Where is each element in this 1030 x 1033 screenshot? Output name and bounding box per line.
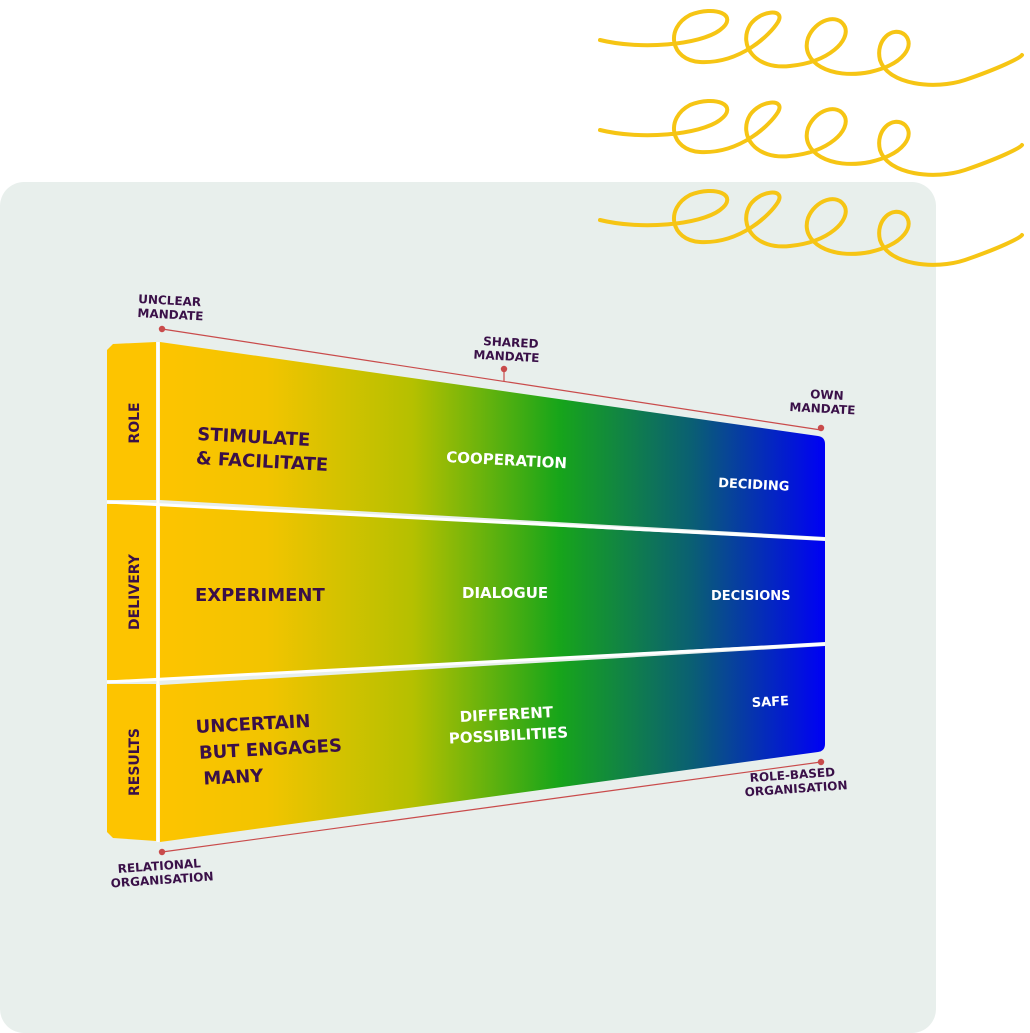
band-delivery bbox=[160, 505, 825, 680]
bottom-scale-start-dot bbox=[158, 848, 166, 856]
role-right-text: DECIDING bbox=[718, 476, 790, 495]
top-middle-label: SHARED MANDATE bbox=[473, 334, 543, 366]
yellow-scribble-icon bbox=[598, 9, 1024, 267]
results-right-text: SAFE bbox=[751, 694, 789, 711]
top-scale-line bbox=[161, 328, 822, 431]
side-label-results: RESULTS bbox=[127, 728, 143, 796]
delivery-right-text: DECISIONS bbox=[711, 589, 791, 604]
bottom-start-label: RELATIONAL ORGANISATION bbox=[109, 855, 214, 890]
delivery-left-text: EXPERIMENT bbox=[195, 585, 325, 606]
side-header-column: ROLE DELIVERY RESULTS bbox=[107, 342, 156, 841]
side-header-role bbox=[107, 342, 156, 500]
top-scale-start-dot bbox=[158, 325, 166, 333]
scribble-line-3 bbox=[598, 189, 1024, 267]
bottom-end-label: ROLE-BASED ORGANISATION bbox=[743, 764, 848, 799]
band-role bbox=[160, 342, 825, 537]
top-scale: UNCLEAR MANDATE SHARED MANDATE OWN MANDA… bbox=[137, 292, 856, 432]
band-separators bbox=[106, 342, 826, 842]
side-header-delivery bbox=[107, 504, 156, 680]
delivery-middle-text: DIALOGUE bbox=[462, 584, 548, 602]
top-start-label: UNCLEAR MANDATE bbox=[137, 292, 206, 323]
separator-2 bbox=[106, 642, 826, 684]
side-header-results bbox=[107, 684, 156, 841]
scribble-line-1 bbox=[598, 9, 1024, 87]
side-label-delivery: DELIVERY bbox=[127, 553, 143, 630]
bottom-scale: RELATIONAL ORGANISATION ROLE-BASED ORGAN… bbox=[109, 758, 848, 891]
gradient-bands bbox=[160, 342, 825, 842]
row-delivery: EXPERIMENT DIALOGUE DECISIONS bbox=[195, 584, 791, 606]
bottom-scale-line bbox=[161, 761, 822, 853]
top-end-label: OWN MANDATE bbox=[789, 386, 856, 417]
band-results bbox=[160, 646, 825, 842]
side-label-role: ROLE bbox=[127, 402, 143, 443]
scribble-line-2 bbox=[598, 99, 1024, 177]
separator-1 bbox=[106, 500, 826, 541]
bottom-scale-end-dot bbox=[817, 758, 825, 766]
top-scale-end-dot bbox=[817, 424, 825, 432]
